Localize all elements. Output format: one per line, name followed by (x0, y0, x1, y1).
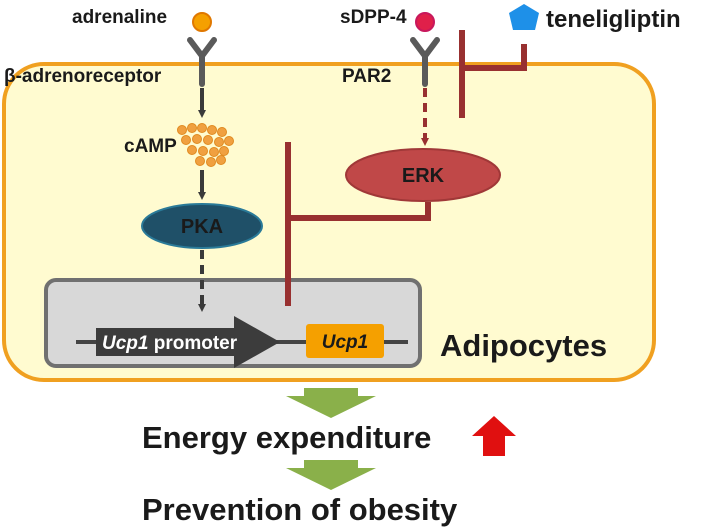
teneligliptin-label: teneligliptin (546, 6, 681, 33)
sdpp4-molecule (415, 12, 435, 32)
beta-receptor-icon (187, 37, 217, 87)
beta-adrenoreceptor-label: β-adrenoreceptor (4, 66, 162, 87)
prevention-label: Prevention of obesity (142, 492, 458, 527)
erk-node (345, 148, 501, 202)
par2-label: PAR2 (342, 66, 391, 87)
pka-node (141, 203, 263, 249)
adrenaline-molecule (192, 12, 212, 32)
erk-inhibition (285, 142, 431, 306)
par2-receptor-icon (410, 37, 440, 87)
red-up-arrow-icon (472, 416, 516, 456)
green-arrow-2 (286, 460, 376, 490)
ucp1-gene-box (306, 324, 384, 358)
pka-label: PKA (181, 216, 223, 238)
teneligliptin-inhibition (459, 30, 527, 118)
camp-label: cAMP (124, 136, 177, 157)
adrenaline-label: adrenaline (72, 7, 167, 28)
ucp1-gene-label: Ucp1 (322, 332, 368, 353)
ucp1-promoter-word-label: promoter (148, 333, 237, 354)
green-arrow-1 (286, 388, 376, 418)
erk-label: ERK (402, 165, 445, 187)
ucp1-promoter-gene-label: Ucp1 (102, 333, 148, 354)
energy-expenditure-label: Energy expenditure (142, 420, 431, 455)
adipocytes-label: Adipocytes (440, 328, 607, 363)
teneligliptin-pentagon-icon (509, 4, 539, 30)
ucp1-promoter-arrow (96, 316, 280, 368)
sdpp4-label: sDPP-4 (340, 7, 407, 28)
svg-text:Ucp1 promoter: Ucp1 promoter (102, 333, 238, 354)
camp-cluster-icon (177, 123, 234, 167)
